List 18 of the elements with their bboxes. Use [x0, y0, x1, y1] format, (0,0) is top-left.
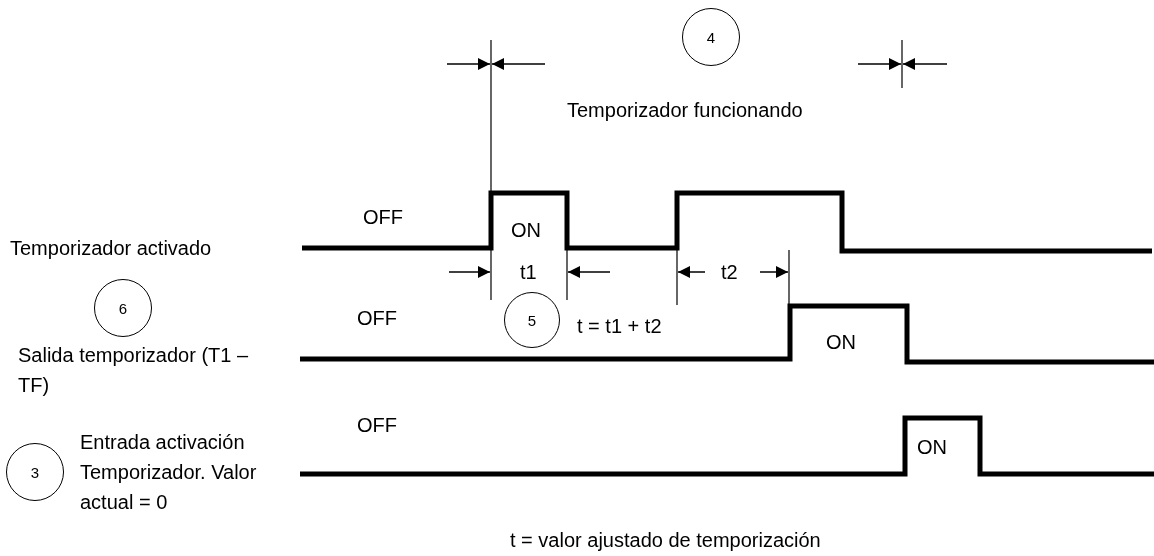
note-text: t = valor ajustado de temporización	[510, 528, 821, 553]
state-label: ON	[917, 435, 947, 460]
state-label: OFF	[357, 413, 397, 438]
state-label: OFF	[363, 205, 403, 230]
state-label: ON	[511, 218, 541, 243]
signal-name: Salida temporizador (T1 –TF)	[18, 343, 250, 398]
status-label: Temporizador funcionando	[567, 98, 803, 123]
callout-circle: 6	[94, 279, 152, 337]
formula-label: t = t1 + t2	[577, 314, 662, 339]
interval-label: t2	[721, 260, 738, 285]
callout-circle: 5	[504, 292, 560, 348]
signal-name: Entrada activación Temporizador. Valor actual = 0	[80, 430, 258, 515]
callout-circle: 4	[682, 8, 740, 66]
state-label: OFF	[357, 306, 397, 331]
interval-label: t1	[520, 260, 537, 285]
state-label: ON	[826, 330, 856, 355]
callout-circle: 3	[6, 443, 64, 501]
signal-name: Temporizador activado	[10, 236, 212, 261]
